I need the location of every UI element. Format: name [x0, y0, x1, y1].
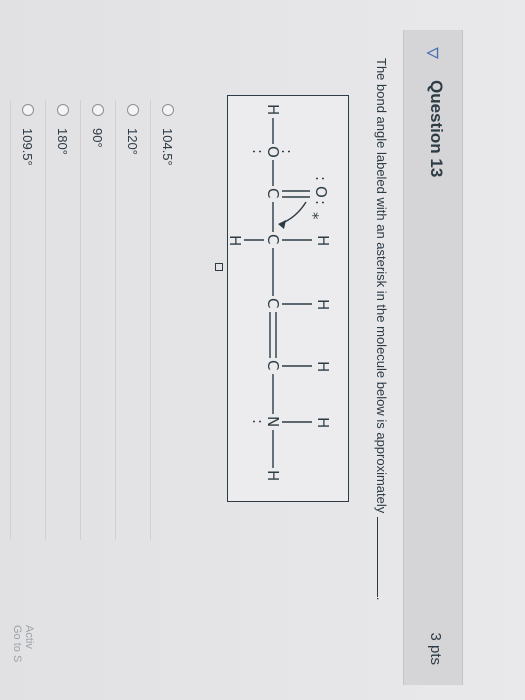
atom-h-c3: H: [314, 299, 332, 310]
atom-h-n-up: H: [314, 417, 332, 428]
atom-h-c2-up: H: [314, 235, 332, 246]
answer-option[interactable]: 120°: [115, 100, 150, 540]
image-placeholder-icon: [215, 263, 223, 271]
answer-blank: [377, 516, 390, 597]
watermark-line2: Go to S: [11, 625, 23, 663]
atom-c4: C: [264, 360, 282, 370]
lone-pair-o1-top: :: [278, 149, 296, 154]
atom-c3: C: [264, 298, 282, 308]
answer-label: 90°: [90, 128, 106, 148]
angle-arc: [279, 201, 307, 225]
radio-button[interactable]: [127, 104, 139, 116]
radio-button[interactable]: [22, 104, 34, 116]
question-points: 3 pts: [427, 632, 444, 665]
answer-label: 120°: [125, 128, 141, 155]
lone-pair-o2-left: :: [312, 176, 330, 181]
activation-watermark: Activ Go to S: [11, 625, 35, 662]
answer-label: 180°: [55, 128, 71, 155]
angle-arrowhead: [278, 220, 286, 229]
atom-n: N: [264, 416, 282, 427]
atom-h-n: H: [264, 470, 282, 481]
atom-c2: C: [264, 234, 282, 244]
answer-option[interactable]: 104.5°: [150, 100, 185, 540]
lone-pair-n: :: [249, 419, 267, 424]
answer-label: 104.5°: [160, 128, 176, 166]
molecule-structure: H O : : C : O : * C C C N : H H H H H H: [228, 104, 332, 481]
asterisk-marker: *: [304, 212, 322, 220]
molecule-diagram: H O : : C : O : * C C C N : H H H H H H: [227, 95, 349, 502]
watermark-line1: Activ: [23, 625, 35, 649]
question-title: Question 13: [427, 80, 446, 178]
answer-option[interactable]: 180°: [45, 100, 80, 540]
radio-button[interactable]: [92, 104, 104, 116]
answer-label: 109.5°: [20, 128, 36, 166]
atom-o1: O: [264, 146, 282, 158]
atom-h-c4: H: [314, 361, 332, 372]
question-header: ▿ Question 13 3 pts: [403, 30, 463, 685]
collapse-icon[interactable]: ▿: [420, 46, 447, 60]
question-text-main: The bond angle labeled with an asterisk …: [374, 58, 389, 514]
radio-button[interactable]: [162, 104, 174, 116]
question-text-end: .: [374, 596, 389, 601]
question-text: The bond angle labeled with an asterisk …: [373, 58, 390, 658]
lone-pair-o2-right: :: [312, 200, 330, 205]
radio-button[interactable]: [57, 104, 69, 116]
answer-option[interactable]: 109.5°: [10, 100, 45, 540]
answer-list: 104.5° 120° 90° 180° 109.5°: [10, 100, 185, 540]
atom-h1: H: [264, 104, 282, 115]
atom-c1: C: [264, 188, 282, 198]
lone-pair-o1-bottom: :: [249, 149, 267, 154]
answer-option[interactable]: 90°: [80, 100, 115, 540]
atom-h-c2-down: H: [228, 235, 244, 246]
atom-o2: O: [312, 186, 330, 198]
